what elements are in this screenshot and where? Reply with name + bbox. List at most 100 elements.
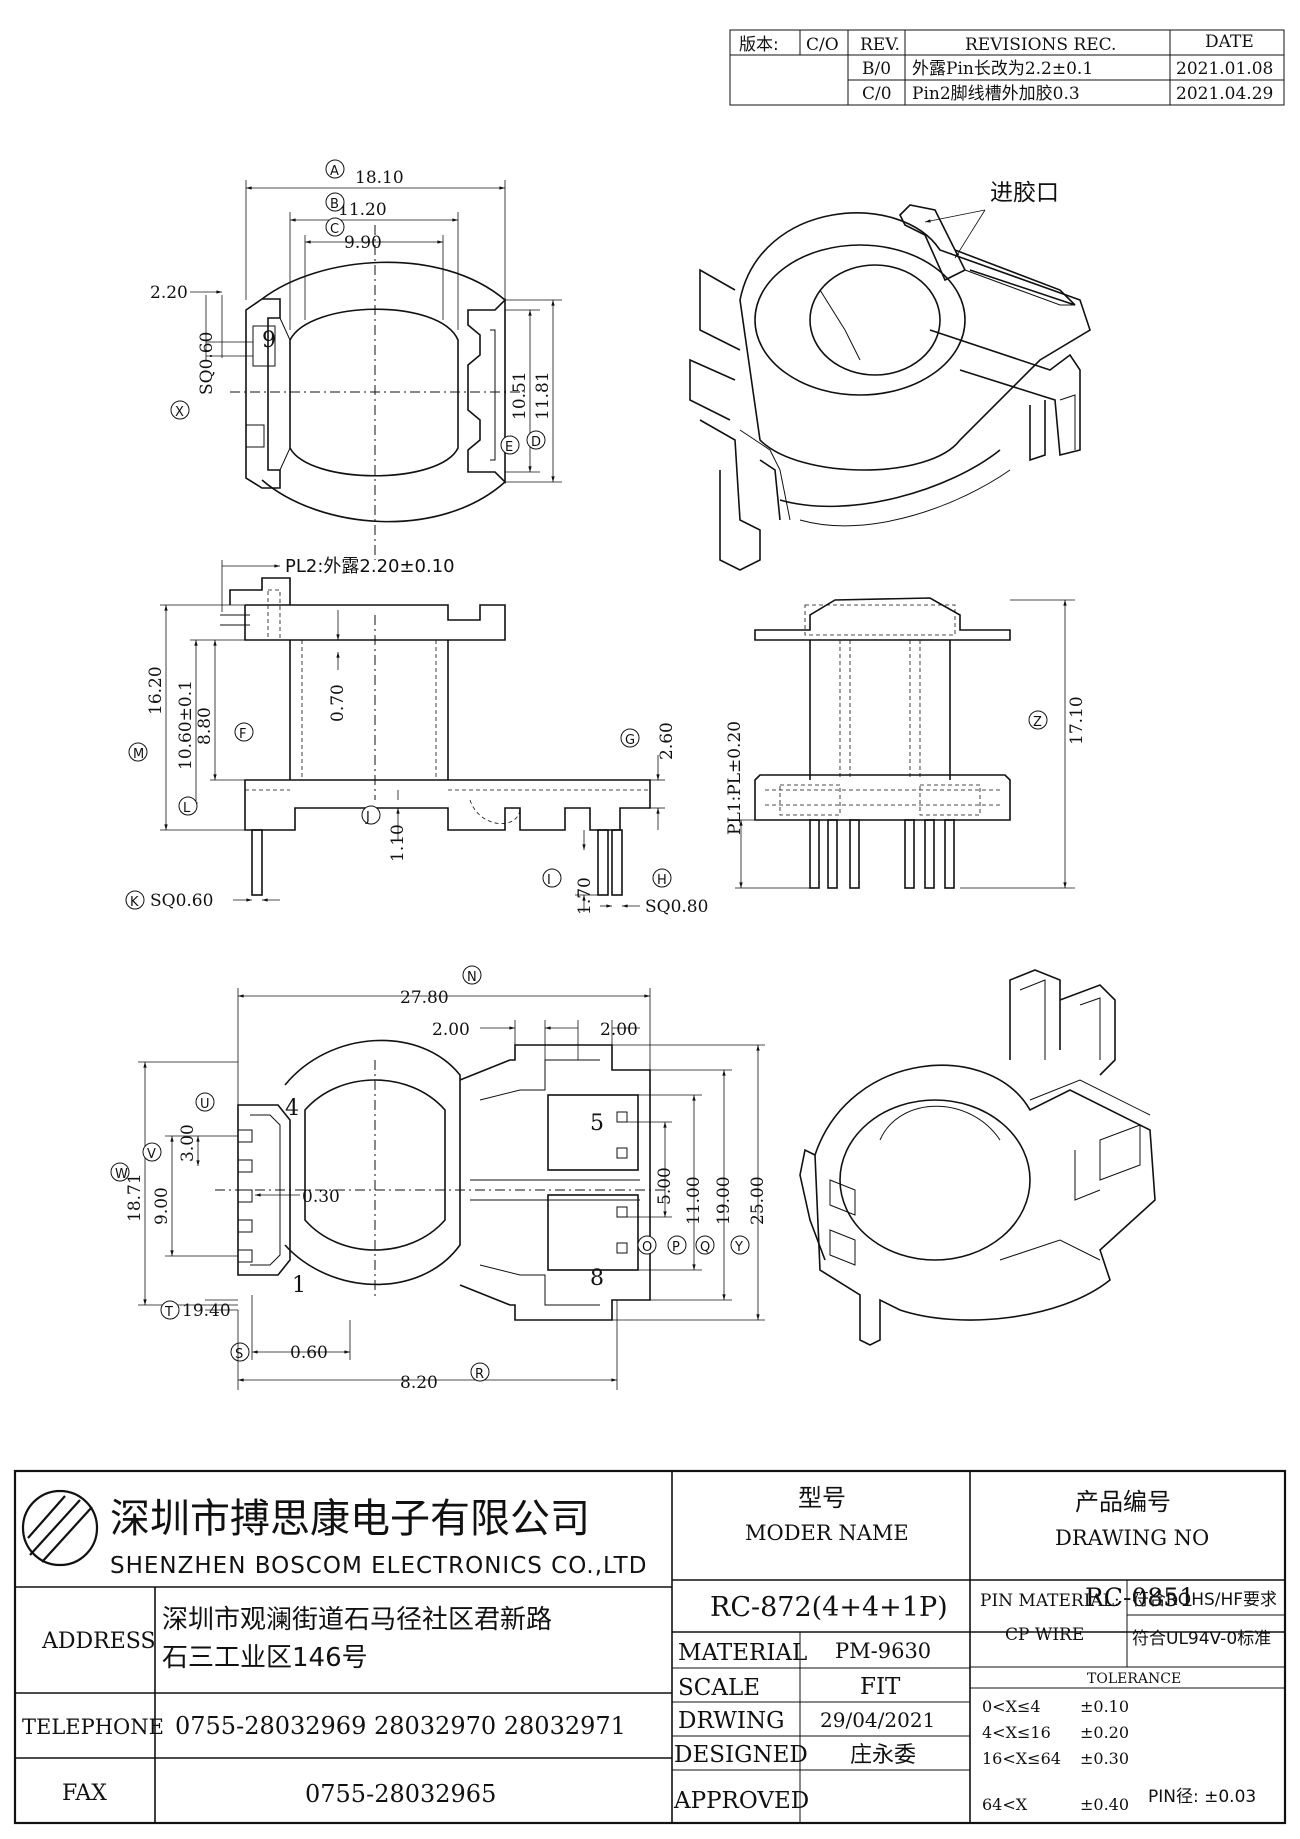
letter-N: N (467, 970, 477, 985)
dim-16-20: 16.20 (146, 666, 166, 715)
letter-O: O (642, 1240, 652, 1255)
rev-row-1-rev: B/0 (862, 59, 891, 79)
drawing-label-cn: 产品编号 (1075, 1488, 1171, 1516)
dim-sq0-80: SQ0.80 (645, 897, 708, 917)
designed-value: 庄永委 (850, 1743, 916, 1768)
tol-range-4: 64<X (982, 1795, 1028, 1814)
dim-19-00: 19.00 (714, 1176, 734, 1225)
rev-row-2-date: 2021.04.29 (1176, 84, 1273, 104)
dim-sq0-60-top: SQ0.60 (197, 332, 217, 395)
tolerance-label: TOLERANCE (1087, 1671, 1181, 1687)
dim-10-60: 10.60±0.1 (176, 680, 196, 770)
tol-range-1: 0<X≤4 (982, 1697, 1041, 1716)
model-value: RC-872(4+4+1P) (710, 1592, 948, 1623)
dim-10-51: 10.51 (510, 371, 530, 420)
address-line-1: 深圳市观澜街道石马径社区君新路 (162, 1605, 552, 1635)
version-label: 版本: (739, 35, 779, 55)
letter-G: G (625, 733, 635, 748)
tol-range-3: 16<X≤64 (982, 1749, 1061, 1768)
pin-1-label: 1 (292, 1273, 306, 1298)
letter-Z: Z (1033, 715, 1042, 730)
drawing-date-value: 29/04/2021 (820, 1708, 935, 1732)
isometric-view-top: 进胶口 (689, 180, 1091, 571)
dim-18-10: 18.10 (355, 168, 404, 188)
dim-2-20-top: 2.20 (150, 283, 188, 303)
dim-2-00-b: 2.00 (600, 1020, 638, 1040)
tol-value-4: ±0.40 (1080, 1795, 1129, 1814)
dim-11-81: 11.81 (533, 371, 553, 420)
letter-Q: Q (700, 1240, 710, 1255)
letter-I: I (547, 873, 551, 888)
letter-B: B (330, 197, 339, 212)
dim-25-00: 8.20 (400, 1373, 438, 1393)
model-label-en: MODER NAME (745, 1521, 909, 1545)
version-value: C/O (806, 35, 839, 55)
rev-row-1-record: 外露Pin长改为2.2±0.1 (912, 59, 1093, 79)
dim-2-00-a: 2.00 (432, 1020, 470, 1040)
date-header: DATE (1205, 32, 1254, 52)
address-line-2: 石三工业区146号 (162, 1643, 368, 1673)
dim-0-60-bottom: 19.40 (182, 1301, 231, 1321)
pl1-callout: PL1:PL±0.20 (725, 721, 745, 835)
bottom-view: 4 1 5 8 27.80 N 2.00 2.00 (110, 965, 768, 1393)
letter-M: M (133, 747, 144, 762)
rev-header: REV. (860, 35, 900, 55)
dim-0-30: 0.30 (302, 1187, 340, 1207)
letter-Y: Y (734, 1240, 743, 1255)
dim-5-00: 5.00 (655, 1167, 675, 1205)
pin-material-label: PIN MATERIAL: (980, 1591, 1120, 1611)
dim-8-80: 8.80 (195, 707, 215, 745)
rev-row-2-record: Pin2脚线槽外加胶0.3 (912, 84, 1080, 104)
dim-9-00: 9.00 (152, 1187, 172, 1225)
material-label: MATERIAL (678, 1640, 807, 1666)
letter-T: T (164, 1305, 173, 1320)
records-header: REVISIONS REC. (965, 35, 1116, 55)
side-view: PL2:外露2.20±0.10 16.20 10.60±0.1 8.80 M F… (125, 556, 708, 917)
dim-11-00: 11.00 (684, 1176, 704, 1225)
letter-L: L (183, 801, 191, 816)
company-name-cn: 深圳市搏思康电子有限公司 (110, 1496, 590, 1542)
drawing-label-en: DRAWING NO (1055, 1526, 1209, 1550)
top-view: 9 18.10 11.20 9.90 A B C 2.20 SQ0.60 X 1… (150, 159, 562, 560)
company-logo (21, 1489, 99, 1567)
drawing-date-label: DRWING (678, 1708, 784, 1734)
letter-C: C (330, 222, 339, 237)
letter-P: P (672, 1240, 680, 1255)
dim-1-70: 1.70 (575, 877, 595, 915)
scale-value: FIT (860, 1674, 901, 1700)
dim-19-40: 25.00 (748, 1176, 768, 1225)
letter-F: F (239, 727, 246, 742)
telephone-value: 0755-28032969 28032970 28032971 (175, 1712, 626, 1740)
letter-H: H (657, 873, 667, 888)
pin-dia-tol: PIN径: ±0.03 (1148, 1787, 1256, 1807)
dim-17-10: 17.10 (1067, 696, 1087, 745)
rev-row-2-rev: C/0 (862, 84, 892, 104)
dim-3-00: 3.00 (178, 1124, 198, 1162)
gate-callout: 进胶口 (990, 180, 1059, 206)
tol-value-3: ±0.30 (1080, 1749, 1129, 1768)
letter-V: V (147, 1147, 156, 1162)
fax-value: 0755-28032965 (305, 1780, 496, 1808)
dim-1-10: 1.10 (388, 824, 408, 862)
telephone-label: TELEPHONE (22, 1715, 164, 1739)
dim-8-20: 0.60 (290, 1343, 328, 1363)
drawing-value: RC-0851 (1085, 1583, 1195, 1612)
revision-block: 版本: C/O REV. REVISIONS REC. DATE B/0 外露P… (729, 29, 1285, 106)
end-view: PL1:PL±0.20 17.10 Z (725, 597, 1087, 889)
approved-label: APPROVED (673, 1788, 809, 1814)
dim-11-20: 11.20 (338, 200, 387, 220)
letter-A: A (330, 164, 339, 179)
pl2-callout: PL2:外露2.20±0.10 (285, 556, 455, 577)
tol-value-2: ±0.20 (1080, 1723, 1129, 1742)
isometric-view-bottom (799, 969, 1156, 1346)
pin-4-label: 4 (285, 1096, 299, 1121)
letter-K: K (130, 895, 139, 910)
pin-material-value: CP WIRE (1005, 1625, 1084, 1645)
rev-row-1-date: 2021.01.08 (1176, 59, 1273, 79)
letter-S: S (235, 1347, 243, 1362)
pin-8-label: 8 (590, 1266, 604, 1291)
pin-9-label: 9 (262, 328, 276, 353)
model-label-cn: 型号 (798, 1484, 846, 1512)
